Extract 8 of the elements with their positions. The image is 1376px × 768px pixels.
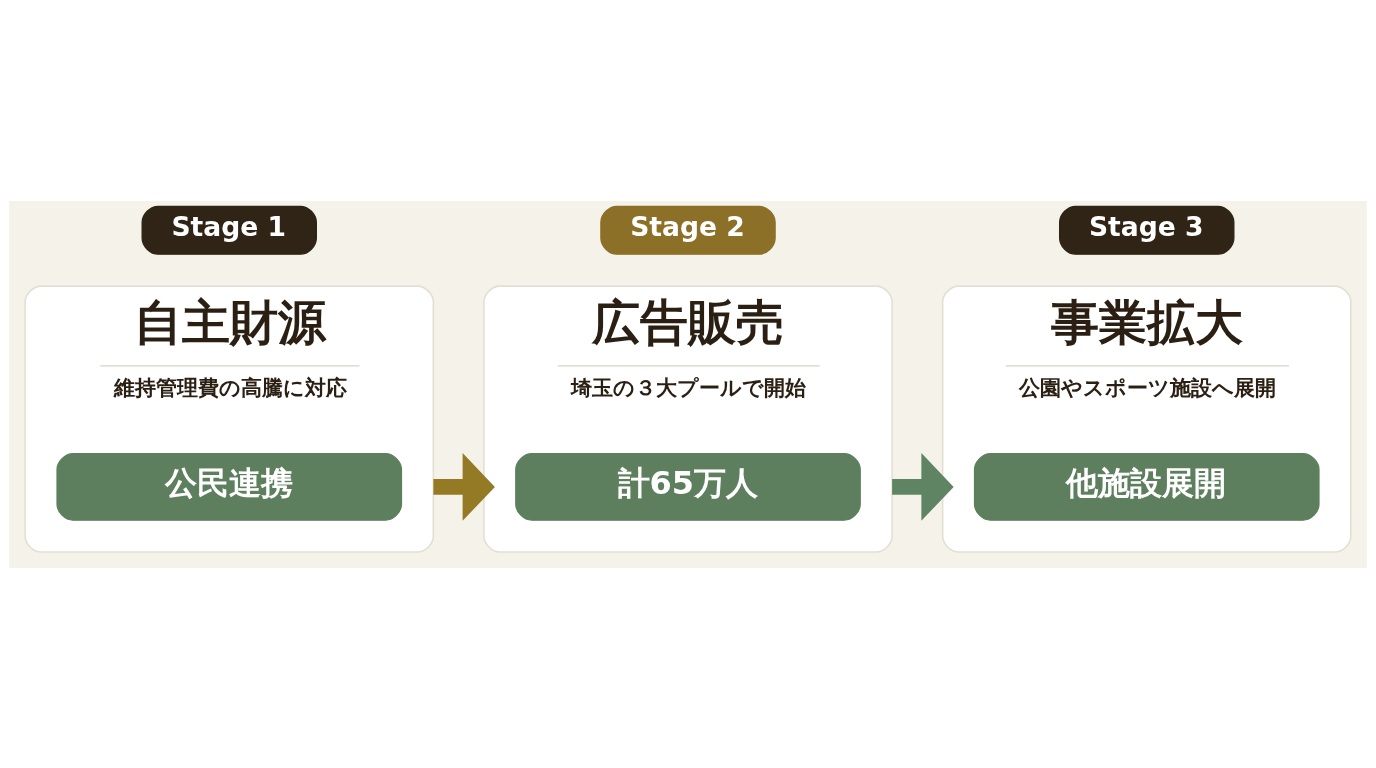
arrow xyxy=(433,452,495,521)
node-box: Stage 3 xyxy=(1059,205,1235,255)
node-box: 計65万人 xyxy=(515,452,861,521)
node-box: 公民連携 xyxy=(56,452,403,521)
node-box: 他施設展開 xyxy=(973,452,1320,521)
arrow xyxy=(892,452,954,521)
node-box: Stage 2 xyxy=(600,205,776,255)
node-box: Stage 1 xyxy=(141,205,317,255)
